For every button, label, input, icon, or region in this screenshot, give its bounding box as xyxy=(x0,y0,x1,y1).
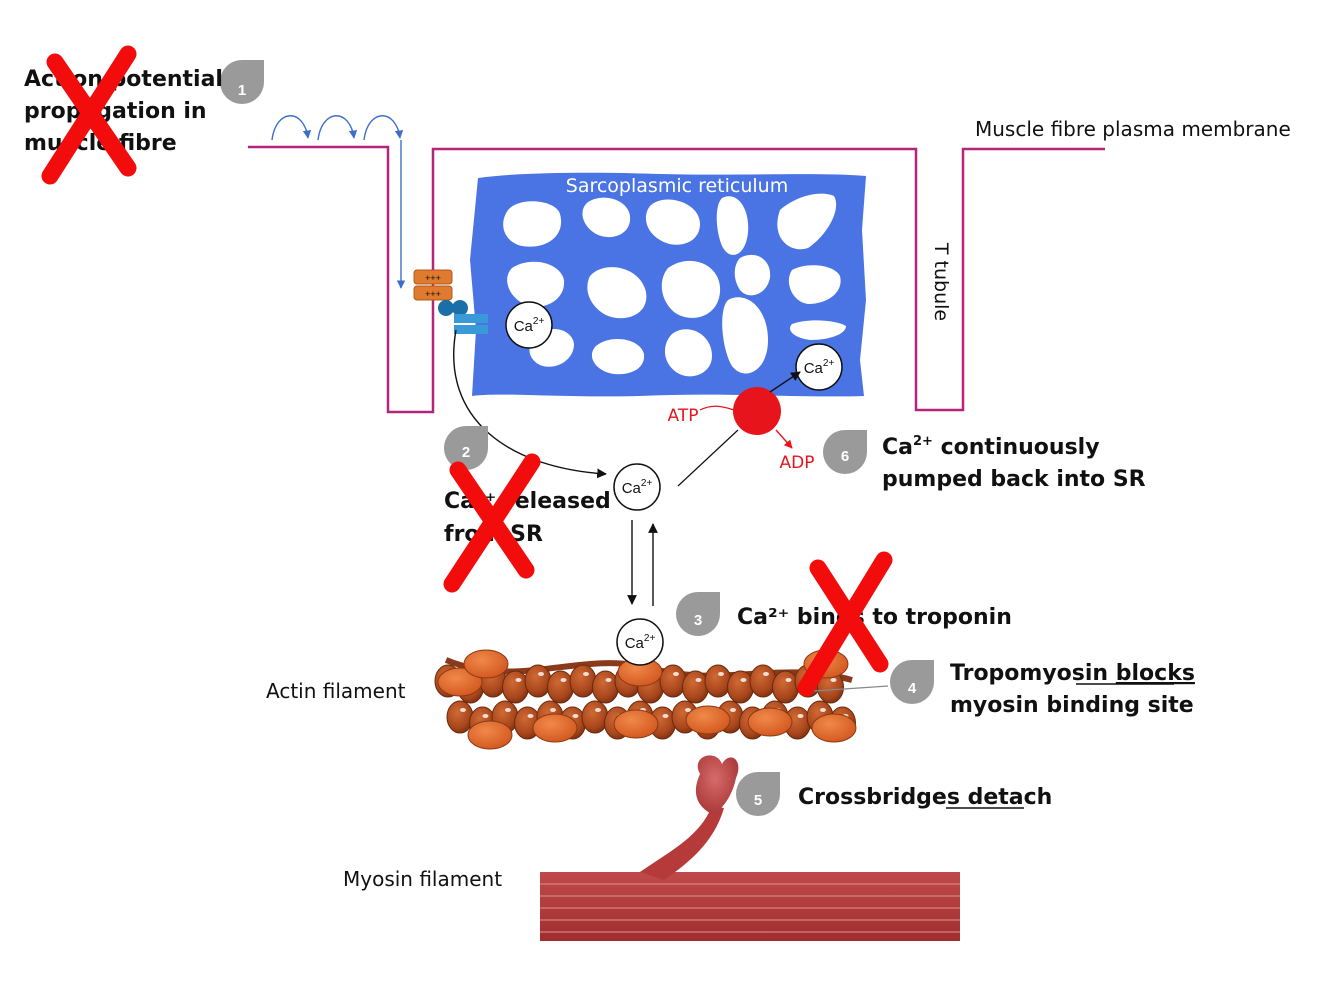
myosin-filament xyxy=(540,872,960,941)
tropomyosin-segment xyxy=(685,705,731,735)
actin-monomer xyxy=(592,670,619,704)
ryanodine-receptor-icon xyxy=(438,300,488,334)
svg-text:Crossbridges detach: Crossbridges detach xyxy=(798,785,1052,810)
step-3-line-1: Ca²⁺ binds to troponin xyxy=(737,605,1012,630)
step-1-number: 1 xyxy=(238,82,246,99)
step-5-underlined: detach xyxy=(968,785,1053,810)
step-4-line-2: myosin binding site xyxy=(950,693,1194,718)
step-5: 5 Crossbridges detach xyxy=(736,772,1052,816)
dhpr-charge-top: +++ xyxy=(425,273,441,283)
actin-monomer xyxy=(569,664,597,698)
svg-text:Ca2+: Ca2+ xyxy=(804,358,835,377)
actin-monomer xyxy=(682,670,709,704)
actin-monomer xyxy=(547,670,574,704)
calcium-pump-icon xyxy=(677,371,801,487)
svg-text:Tropomyosin blocks: Tropomyosin blocks xyxy=(950,661,1195,686)
svg-text:Ca2+: Ca2+ xyxy=(514,316,545,335)
ion-base: Ca xyxy=(514,318,534,335)
step-4-line-1-underlined: blocks xyxy=(1116,661,1195,686)
myosin-filament-label: Myosin filament xyxy=(343,867,502,891)
sarcoplasmic-reticulum-label: Sarcoplasmic reticulum xyxy=(566,175,788,197)
adp-label: ADP xyxy=(780,453,815,473)
step-6: 6 Ca2+ continuously pumped back into SR xyxy=(823,430,1146,492)
actin-monomer xyxy=(581,700,609,734)
step-3-number: 3 xyxy=(694,612,702,629)
cross-icon xyxy=(797,551,893,697)
step-2-number: 2 xyxy=(462,444,470,461)
actin-monomer xyxy=(772,670,799,704)
tropomyosin-segment xyxy=(463,649,509,679)
step-5-number: 5 xyxy=(754,792,762,809)
actin-filament xyxy=(434,649,857,750)
tropomyosin-segment xyxy=(613,709,659,739)
actin-filament-label: Actin filament xyxy=(266,679,406,703)
step-4: 4 Tropomyosin blocks myosin binding site xyxy=(799,660,1195,718)
step-3: 3 Ca²⁺ binds to troponin xyxy=(676,592,1012,636)
atp-label: ATP xyxy=(668,406,699,426)
ca-ion-troponin: Ca2+ xyxy=(616,618,664,666)
binding-equilibrium-arrows xyxy=(627,520,658,606)
actin-monomer xyxy=(749,664,777,698)
tropomyosin-segment xyxy=(811,713,857,743)
plasma-membrane xyxy=(248,145,1105,414)
myosin-head-icon xyxy=(640,755,739,880)
actin-monomer xyxy=(524,664,552,698)
step-5-pre: Crossbridges xyxy=(798,785,968,810)
svg-text:Ca2+ continuously: Ca2+ continuously xyxy=(882,434,1100,460)
ca-ion-sr-stored: Ca2+ xyxy=(795,343,843,391)
step-4-number: 4 xyxy=(908,680,917,697)
tropomyosin-segment xyxy=(747,707,793,737)
dhpr-icon: +++ +++ xyxy=(413,269,453,301)
ca-ion-cytosol: Ca2+ xyxy=(613,463,661,511)
actin-monomer xyxy=(446,700,474,734)
svg-text:Ca2+: Ca2+ xyxy=(625,633,656,652)
step-6-line-1-suffix: continuously xyxy=(933,435,1100,460)
dhpr-charge-bottom: +++ xyxy=(425,289,441,299)
tropomyosin-segment xyxy=(467,720,513,750)
tropomyosin-segment xyxy=(532,713,578,743)
svg-text:Ca2+: Ca2+ xyxy=(622,478,653,497)
release-arrow xyxy=(453,329,607,479)
step-4-line-1-pre: Tropomyosin xyxy=(950,661,1116,686)
step-1-line-2: propagation in xyxy=(24,99,207,124)
t-tubule-label: T tubule xyxy=(930,242,952,321)
actin-monomer xyxy=(727,670,754,704)
actin-monomer xyxy=(704,664,732,698)
actin-monomer xyxy=(659,664,687,698)
sarcoplasmic-reticulum xyxy=(470,172,866,397)
cross-icon xyxy=(443,453,541,593)
cross-icon xyxy=(41,45,137,185)
tropomyosin-segment xyxy=(437,667,483,697)
ca-ion-sr-release: Ca2+ xyxy=(505,301,553,349)
plasma-membrane-label: Muscle fibre plasma membrane xyxy=(975,117,1291,141)
step-6-line-2: pumped back into SR xyxy=(882,467,1146,492)
step-6-number: 6 xyxy=(841,448,849,465)
actin-monomer xyxy=(502,670,529,704)
action-potential-arrows xyxy=(271,115,406,289)
ion-charge: 2+ xyxy=(533,316,545,327)
